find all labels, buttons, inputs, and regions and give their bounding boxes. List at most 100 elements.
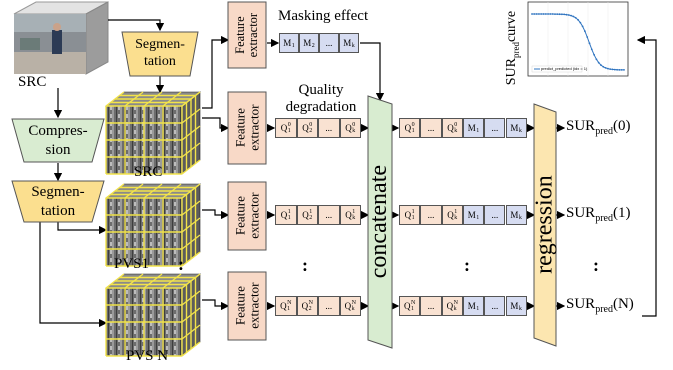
sur-curve-point [618,69,621,71]
sur-curve-point [611,68,614,71]
fe-mask-line1: Feature [232,16,247,54]
sur-curve-point [558,13,561,16]
fe-n-line1: Feature [232,286,248,326]
q-ellipsis: : [302,255,308,275]
concat-cell-base: Q [404,210,412,220]
sur-curve-point [542,13,545,15]
sur-output-arg: (N) [612,296,634,312]
q-cell-sub: 2 [308,306,312,312]
concat-cell-sup: 0 [411,122,415,128]
sur-curve-point [586,36,589,38]
concat-cell-base: M [467,210,476,220]
q-cell-base: Q [344,301,352,311]
mask-cell-sub: 2 [311,43,315,49]
mask-cell: M 1 [279,33,299,53]
concat-cell-base: M [467,123,476,133]
mask-cell: M 2 [299,33,319,53]
mask-cell-base: M [283,38,292,48]
concat-cell-base: M [467,301,476,311]
concat-cell-sub: k [518,128,522,134]
mask-cell: ... [319,33,339,53]
src-video-cube [13,1,109,75]
fe-0-line2: extractor [246,104,262,152]
regression-label: regression [531,108,558,342]
concat-cell-base: M [510,301,519,311]
sur-curve-plot [527,1,629,77]
feature-extractor-n-box [227,271,267,341]
sur-curve-point [597,61,600,64]
pvsn-segments-cube [105,273,201,357]
segmentation-top-line1: Segmen- [135,37,185,52]
concat-cell: M k [505,118,527,138]
sur-curve-title-main: SUR [503,57,519,86]
sur-curve-point [549,13,552,15]
sur-curve-title: SURpred curve [500,0,526,96]
compression-shape [11,118,105,163]
sur-curve-point [607,67,609,70]
sur-curve-point [540,13,543,15]
concat-cell-sub: 1 [411,128,415,134]
q-cell-base: Q [302,123,309,133]
sur-curve-point [609,68,612,70]
concatenate-label: concatenate [366,100,394,344]
q-cell-base: Q [301,301,309,311]
sur-curve-point [572,15,575,18]
sur-curve-point [590,48,593,51]
q-cell-base: Q [345,210,352,220]
sur-output-sub: pred [595,213,613,224]
q-cell-base: Q [280,301,287,311]
sur-output-sub: pred [595,126,613,137]
q-cell-sup: 1 [352,209,356,215]
cube-label-src: SRC [134,164,163,180]
concat-cell-sup: 0 [454,122,458,128]
q-cell: ... [318,296,340,316]
fe-1-line2: extractor [246,192,262,240]
concat-cell-base: Q [447,123,454,133]
compression-line2: sion [45,142,71,158]
q-cell-sup: N [287,300,292,306]
segmentation-top-shape [121,31,199,77]
q-cell-sub: 1 [287,215,291,221]
cube-ellipsis: : [178,254,184,274]
segmentation-top-label: Segmen- tation [122,36,198,70]
feature-extractor-0-box [227,91,267,165]
mask-cell-base: ... [325,38,333,48]
q-cell-base: ... [325,210,333,220]
compression-label: Compres- sion [12,122,104,160]
concat-ellipsis: : [464,255,470,275]
mask-cell-sub: 1 [291,43,295,49]
sur-curve-point [565,13,568,16]
concat-cell: ... [420,296,442,316]
concat-cell: M 1 [462,118,485,138]
segmentation-bottom-line1: Segmen- [31,184,85,200]
src-segments-cube [105,91,201,175]
sur-curve-point [595,58,598,61]
concat-cell: ... [420,205,442,225]
concat-cell-sup: N [410,300,416,306]
q-cell-sub: 1 [287,306,291,312]
concat-cell-base: ... [491,123,499,133]
fe-1-line1: Feature [232,196,248,236]
sur-curve-point [538,13,540,15]
concat-cell-sub: k [453,306,457,312]
q-cell-base: ... [325,123,333,133]
mask-cell: M k [339,33,359,53]
concat-cell-base: Q [447,210,454,220]
concat-cell-sub: k [518,306,522,312]
output-ellipsis: : [593,255,599,275]
concat-cell-sub: 1 [411,215,415,221]
sur-curve-point [593,53,595,56]
q-cell-base: Q [280,123,288,133]
sur-curve-point [616,68,618,71]
segmentation-top-line2: tation [144,54,176,69]
sur-curve-point [588,42,591,45]
